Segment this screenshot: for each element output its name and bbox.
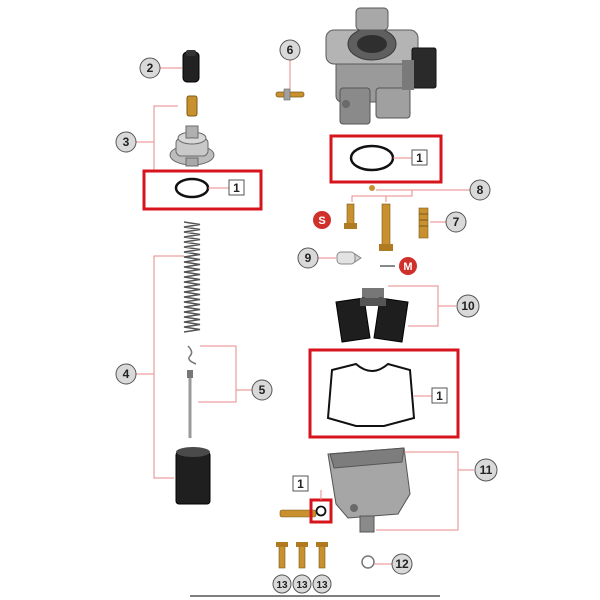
callout-13-c: 13 (312, 574, 332, 594)
marker-m: M (380, 257, 417, 275)
callout-13-a: 13 (272, 574, 292, 594)
carburetor-body (325, 7, 437, 125)
callout-5: 5 (251, 379, 273, 401)
svg-text:5: 5 (259, 383, 266, 397)
svg-text:1: 1 (233, 181, 240, 195)
svg-text:1: 1 (297, 477, 304, 491)
svg-text:4: 4 (123, 367, 130, 381)
svg-text:13: 13 (276, 580, 288, 591)
svg-text:1: 1 (416, 151, 423, 165)
svg-text:M: M (403, 261, 412, 273)
callout-7: 7 (445, 211, 467, 233)
svg-text:10: 10 (461, 299, 475, 313)
callout-2: 2 (139, 57, 161, 79)
callout-11: 11 (474, 458, 498, 482)
part-4-spring (183, 221, 201, 333)
marker-s: S (313, 211, 331, 229)
callout-4: 4 (115, 363, 137, 385)
leader-11 (376, 451, 474, 531)
callout-6: 6 (279, 39, 301, 61)
callout-13-b: 13 (292, 574, 312, 594)
part-10-float (335, 288, 409, 343)
svg-text:6: 6 (287, 43, 294, 57)
callout-12: 12 (391, 553, 413, 575)
svg-text:7: 7 (453, 215, 460, 229)
highlight-box-top-oring: 1 (329, 134, 443, 184)
svg-text:S: S (318, 215, 325, 227)
callout-3: 3 (115, 131, 137, 153)
svg-text:13: 13 (316, 580, 328, 591)
highlight-box-small-oring: 1 (292, 475, 333, 524)
part-6-idle-screw (275, 60, 305, 101)
svg-text:3: 3 (123, 135, 130, 149)
part-2-cap (160, 50, 200, 83)
part-8-jets (344, 185, 393, 251)
callout-10: 10 (456, 294, 480, 318)
part-7-pilot-screw (418, 207, 446, 239)
callout-9: 9 (297, 247, 319, 269)
leader-3 (136, 105, 180, 173)
svg-text:8: 8 (477, 183, 484, 197)
svg-text:9: 9 (305, 251, 312, 265)
svg-text:11: 11 (480, 463, 493, 477)
callout-8: 8 (469, 179, 491, 201)
part-4-slide (175, 447, 211, 505)
leader-8 (351, 189, 470, 202)
highlight-box-left-oring: 1 (142, 169, 263, 211)
svg-text:13: 13 (296, 580, 308, 591)
svg-text:1: 1 (436, 389, 443, 403)
part-13-screws (276, 542, 328, 569)
part-9-needle-valve (318, 251, 362, 265)
leader-5 (198, 345, 252, 403)
svg-text:2: 2 (147, 61, 154, 75)
svg-text:12: 12 (395, 557, 409, 571)
leader-4 (136, 255, 184, 479)
part-3-adjuster (169, 95, 215, 167)
part-12-clip (361, 555, 392, 569)
leader-10 (388, 285, 456, 327)
part-5-needle-and-clip (187, 345, 197, 438)
highlight-box-bowl-gasket: 1 (308, 348, 460, 439)
part-11-float-bowl (279, 447, 411, 533)
